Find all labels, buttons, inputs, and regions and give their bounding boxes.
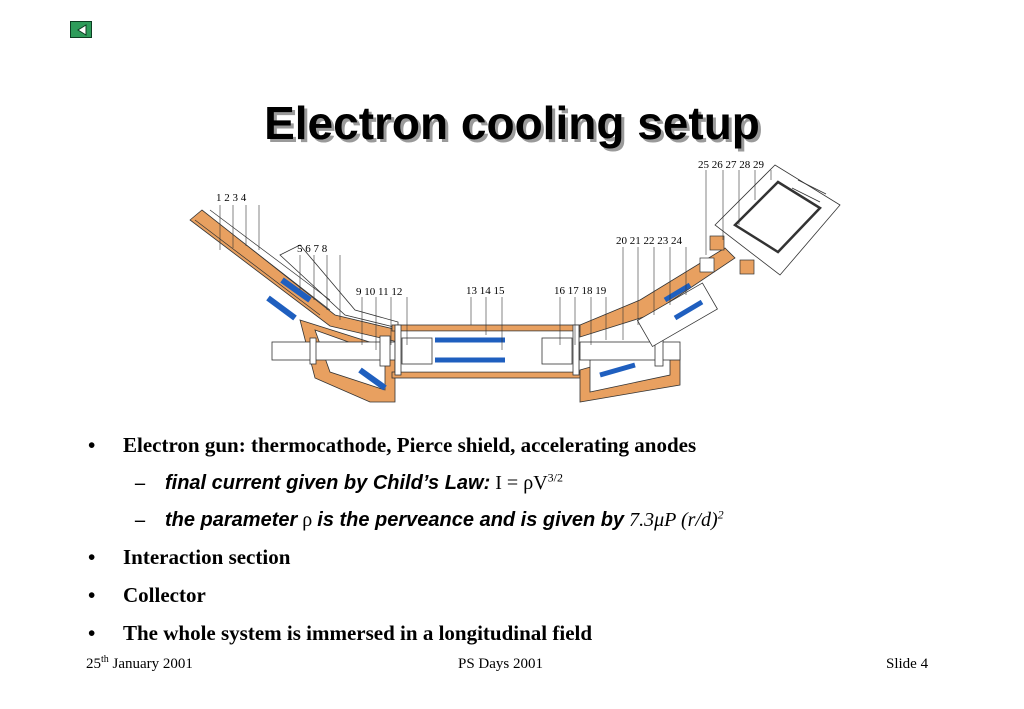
gun-vessel [189,209,403,403]
collector-vessel [579,247,736,403]
label-1-4: 1 2 3 4 [216,192,247,204]
label-20-24: 20 21 22 23 24 [616,235,683,247]
footer-event: PS Days 2001 [458,656,544,672]
bullet-interaction-section: • Interaction section [88,545,291,569]
label-9-12: 9 10 11 12 [356,286,402,298]
label-5-8: 5 6 7 8 [297,243,328,255]
collector [699,164,841,276]
bullet-electron-gun: • Electron gun: thermocathode, Pierce sh… [88,433,697,457]
leader-lines [219,170,772,350]
subbullet-perveance: – the parameter ρ is the perveance and i… [135,507,724,531]
gun-coils [266,277,387,391]
back-nav-button[interactable] [70,21,92,38]
drift-section [391,324,583,379]
label-25-29: 25 26 27 28 29 [698,159,765,171]
page-title: Electron cooling setup [264,97,760,149]
footer-date: 25th January 2001 [86,654,193,673]
bullet-collector: • Collector [88,583,206,607]
label-13-15: 13 14 15 [466,285,505,297]
label-16-19: 16 17 18 19 [554,285,607,297]
subbullet-childs-law: – final current given by Child’s Law: I … [135,470,563,494]
footer-slide-number: Slide 4 [886,656,929,672]
bullet-list: • Electron gun: thermocathode, Pierce sh… [88,432,988,658]
electron-cooler-diagram: 1 2 3 4 5 6 7 8 9 10 11 12 13 14 15 16 1… [189,159,841,403]
back-triangle-icon [77,24,87,36]
bullet-longitudinal-field: • The whole system is immersed in a long… [88,621,593,645]
